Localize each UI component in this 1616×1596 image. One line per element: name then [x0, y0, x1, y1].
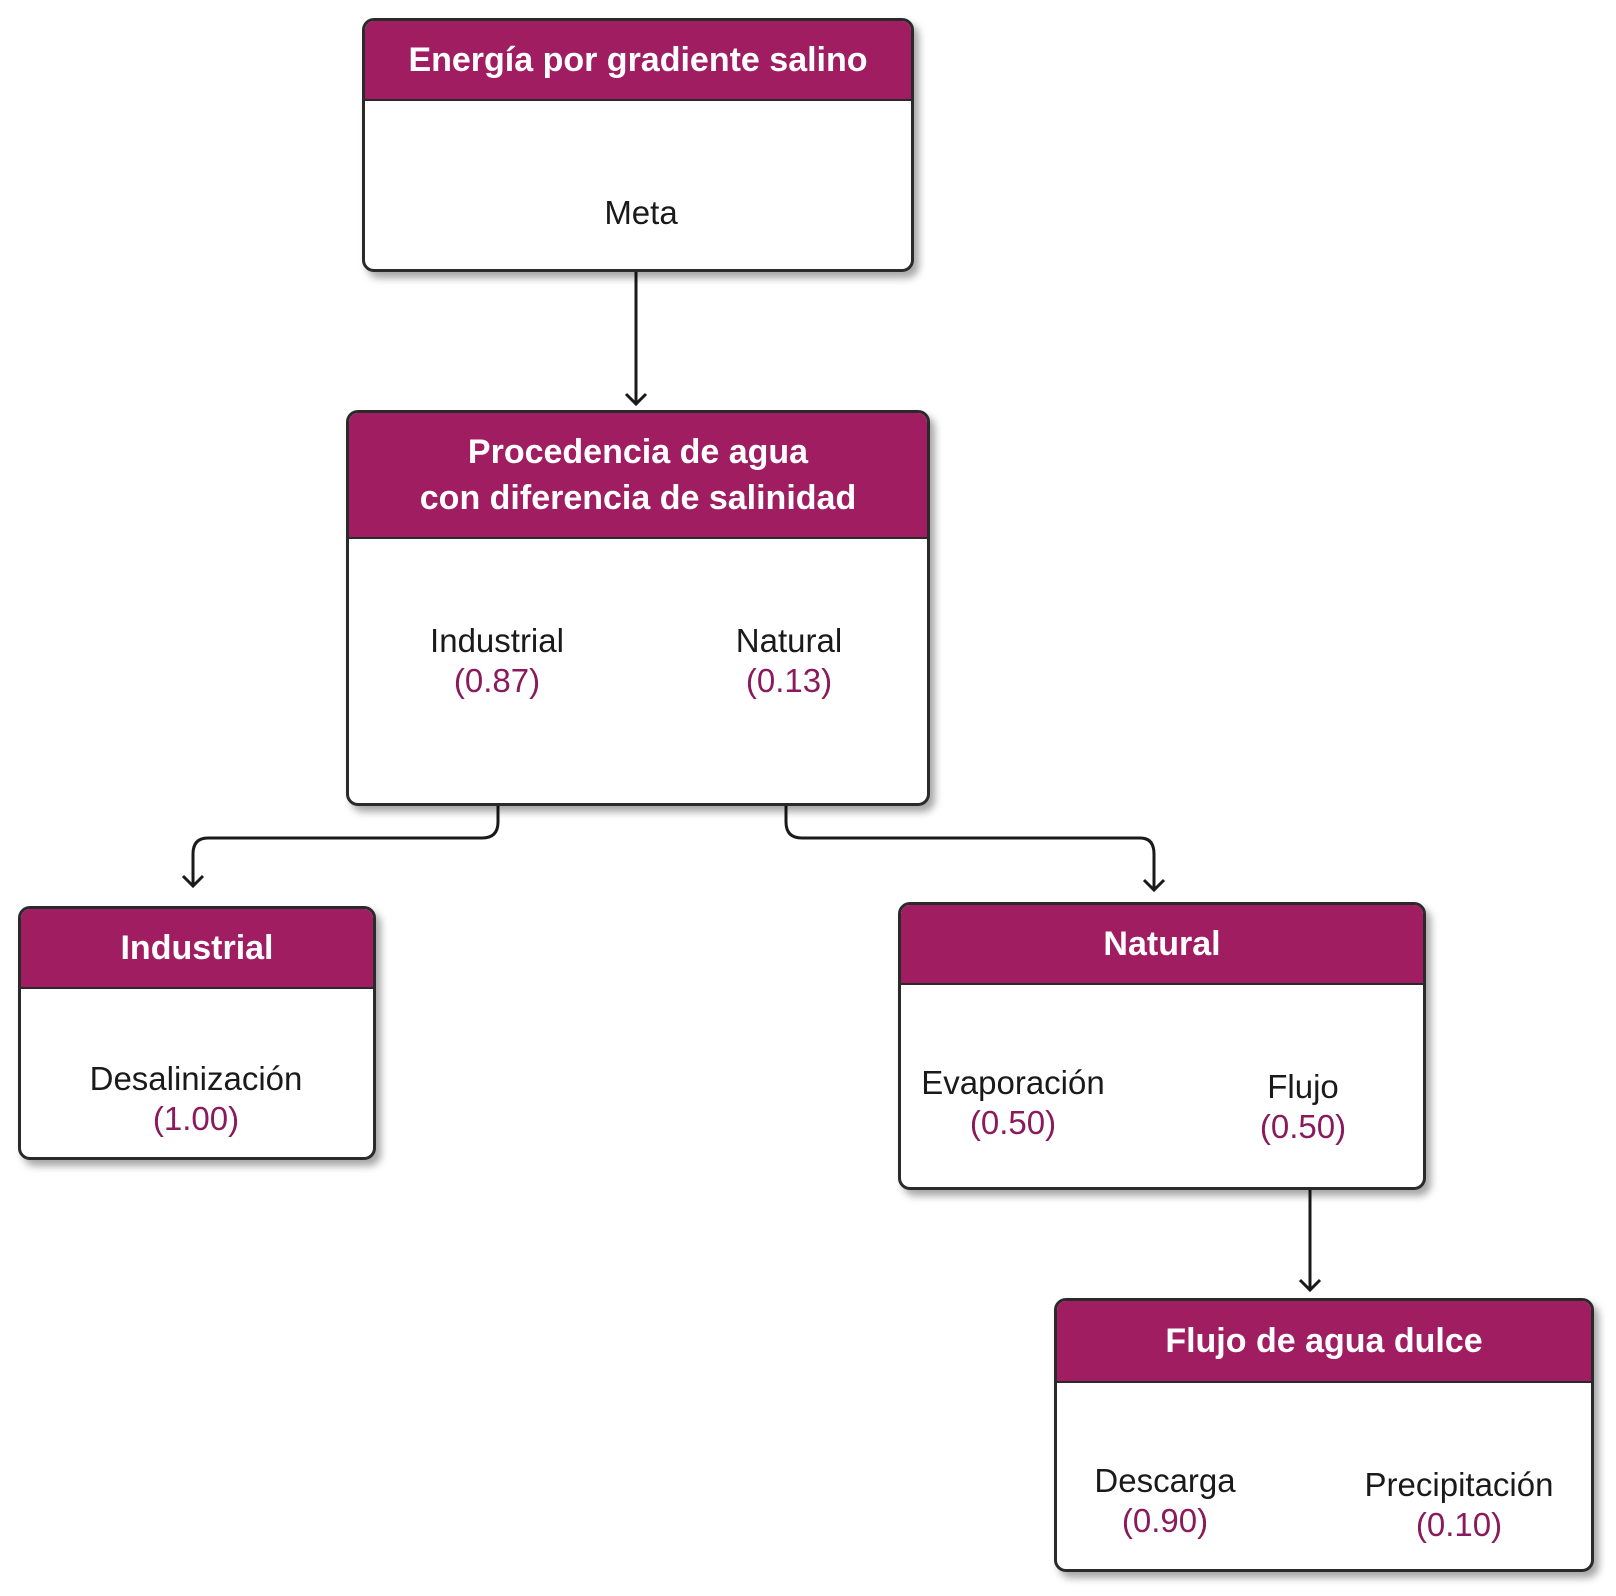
- natural-item-evaporacion-value: (0.50): [969, 1104, 1057, 1141]
- arrow-source-to-natural: [784, 762, 1166, 893]
- freshwater-item-descarga-label: Descarga: [1094, 1462, 1236, 1499]
- goal-item-label: Meta: [604, 194, 678, 231]
- natural-item-flujo-value: (0.50): [1259, 1108, 1347, 1145]
- source-header: Procedencia de agua con diferencia de sa…: [349, 413, 927, 539]
- arrow-goal-to-source: [624, 270, 648, 407]
- freshwater-item-descarga: Descarga (0.90): [1094, 1461, 1235, 1541]
- natural-title: Natural: [1103, 925, 1221, 963]
- source-item-natural-label: Natural: [735, 622, 843, 659]
- freshwater-item-precipitacion-label: Precipitación: [1364, 1466, 1554, 1503]
- natural-item-evaporacion-label: Evaporación: [921, 1064, 1105, 1101]
- freshwater-item-precipitacion: Precipitación (0.10): [1365, 1465, 1554, 1545]
- industrial-header: Industrial: [21, 909, 373, 989]
- source-item-natural: Natural (0.13): [736, 621, 842, 701]
- industrial-item-desal-label: Desalinización: [89, 1060, 303, 1097]
- industrial-title: Industrial: [120, 929, 274, 967]
- goal-item: Meta: [604, 193, 677, 233]
- natural-header: Natural: [901, 905, 1423, 985]
- source-item-natural-value: (0.13): [745, 662, 833, 699]
- freshwater-item-precipitacion-value: (0.10): [1415, 1506, 1503, 1543]
- freshwater-header: Flujo de agua dulce: [1057, 1301, 1591, 1383]
- arrow-source-to-industrial: [181, 762, 500, 889]
- source-item-industrial-label: Industrial: [430, 622, 564, 659]
- industrial-box: Industrial Desalinización (1.00): [18, 906, 376, 1160]
- industrial-item-desal: Desalinización (1.00): [90, 1059, 303, 1139]
- goal-title: Energía por gradiente salino: [408, 41, 868, 79]
- natural-item-flujo-label: Flujo: [1267, 1068, 1339, 1105]
- goal-header: Energía por gradiente salino: [365, 21, 911, 101]
- industrial-item-desal-value: (1.00): [152, 1100, 240, 1137]
- source-title-line1: Procedencia de agua: [467, 433, 809, 471]
- source-box: Procedencia de agua con diferencia de sa…: [346, 410, 930, 806]
- source-title-line2: con diferencia de salinidad: [419, 479, 857, 517]
- source-item-industrial: Industrial (0.87): [430, 621, 564, 701]
- natural-item-flujo: Flujo (0.50): [1260, 1067, 1346, 1147]
- freshwater-item-descarga-value: (0.90): [1121, 1502, 1209, 1539]
- natural-box: Natural Evaporación (0.50) Flujo (0.50): [898, 902, 1426, 1190]
- goal-box: Energía por gradiente salino Meta: [362, 18, 914, 272]
- natural-item-evaporacion: Evaporación (0.50): [921, 1063, 1104, 1143]
- freshwater-title: Flujo de agua dulce: [1165, 1322, 1483, 1360]
- freshwater-box: Flujo de agua dulce Descarga (0.90) Prec…: [1054, 1298, 1594, 1572]
- source-item-industrial-value: (0.87): [453, 662, 541, 699]
